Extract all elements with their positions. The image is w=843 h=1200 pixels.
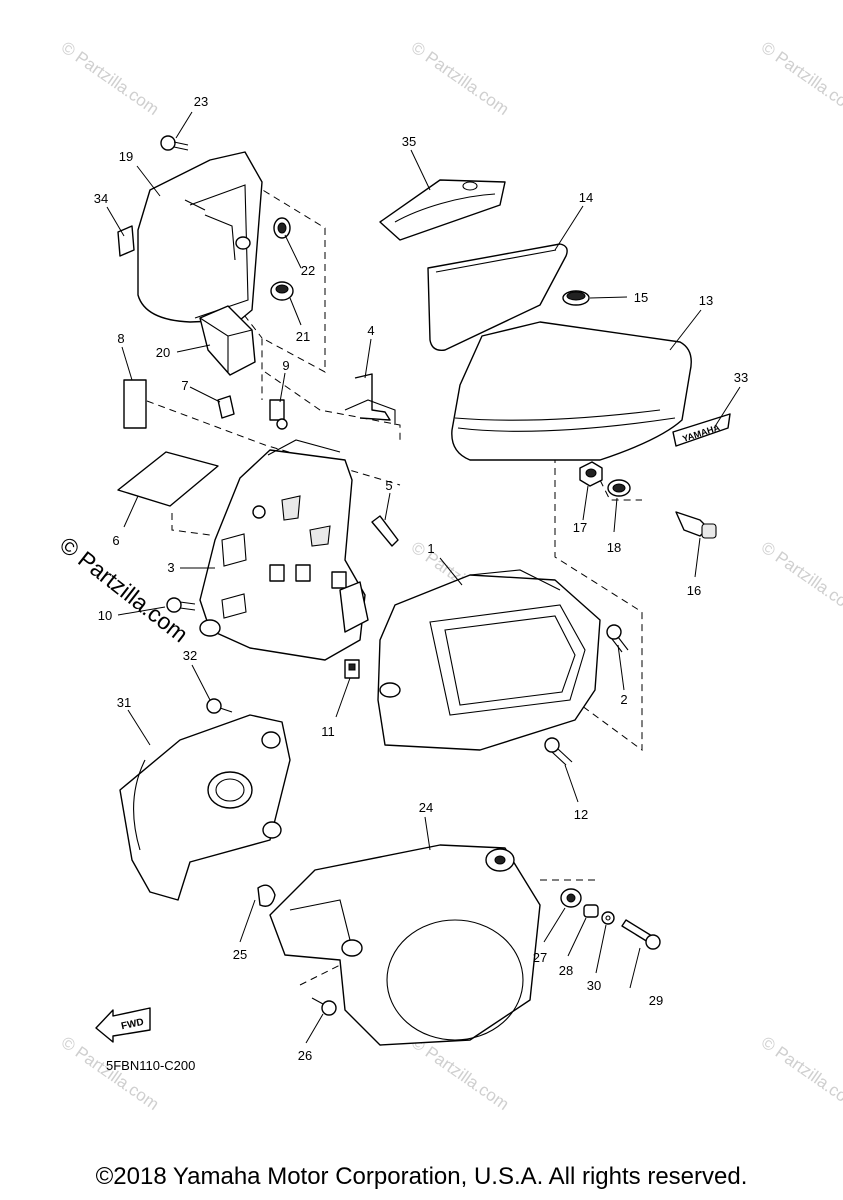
- callout-3: 3: [167, 560, 174, 575]
- part-1-air-box-lower: [377, 569, 601, 751]
- callout-9: 9: [282, 358, 289, 373]
- part-5-screw: [371, 515, 399, 547]
- callout-34: 34: [94, 191, 108, 206]
- part-19-box-cover: [137, 151, 263, 323]
- part-15-grommet: [562, 290, 590, 306]
- callout-12: 12: [574, 807, 588, 822]
- callout-23: 23: [194, 94, 208, 109]
- callout-7: 7: [181, 378, 188, 393]
- callout-4: 4: [367, 323, 374, 338]
- part-4-bracket: [344, 373, 396, 425]
- part-31-sprocket-cover: [119, 714, 291, 901]
- part-25-cap: [257, 884, 276, 907]
- part-16-fastener: [675, 511, 717, 539]
- callout-6: 6: [112, 533, 119, 548]
- callout-14: 14: [579, 190, 593, 205]
- callout-17: 17: [573, 520, 587, 535]
- callout-10: 10: [98, 608, 112, 623]
- part-28-collar: [583, 904, 599, 918]
- part-29-bolt: [621, 919, 661, 950]
- callout-1: 1: [427, 541, 434, 556]
- part-2-bolt: [606, 624, 629, 653]
- callout-21: 21: [296, 329, 310, 344]
- callout-25: 25: [233, 947, 247, 962]
- watermark-text: © Partzilla.com: [758, 1033, 843, 1114]
- callout-11: 11: [321, 724, 335, 739]
- callout-20: 20: [156, 345, 170, 360]
- part-24-crankcase-cover: [269, 844, 541, 1046]
- part-21-grommet: [270, 281, 294, 301]
- diagram-code: 5FBN110-C200: [106, 1058, 195, 1073]
- part-6-pad: [117, 451, 219, 507]
- callout-13: 13: [699, 293, 713, 308]
- callout-27: 27: [533, 950, 547, 965]
- callout-numbers: 1 2 3 4 5 6 7 8 9 10 11 12 13 14 15 16 1…: [94, 94, 748, 1063]
- part-10-bolt: [166, 597, 196, 613]
- callout-33: 33: [734, 370, 748, 385]
- callout-28: 28: [559, 963, 573, 978]
- watermark-text: © Partzilla.com: [758, 38, 843, 119]
- watermark-text: © Partzilla.com: [408, 1033, 513, 1114]
- callout-8: 8: [117, 331, 124, 346]
- watermark-text: © Partzilla.com: [408, 38, 513, 119]
- prominent-watermark: © Partzilla.com: [55, 531, 193, 647]
- part-35-pad: [379, 179, 506, 241]
- part-23-bolt: [160, 135, 189, 151]
- part-7-pad: [217, 395, 235, 419]
- callout-31: 31: [117, 695, 131, 710]
- part-18-grommet: [607, 479, 631, 497]
- part-12-bolt: [544, 737, 573, 766]
- callout-32: 32: [183, 648, 197, 663]
- callout-30: 30: [587, 978, 601, 993]
- part-9-clip: [269, 399, 288, 430]
- part-20-filter-element: [199, 305, 256, 376]
- part-13-side-cover: YAMAHA: [451, 321, 731, 461]
- callout-5: 5: [385, 478, 392, 493]
- callout-18: 18: [607, 540, 621, 555]
- watermark-text: © Partzilla.com: [58, 38, 163, 119]
- watermark-text: © Partzilla.com: [58, 1033, 163, 1114]
- part-22-grommet: [273, 217, 291, 239]
- callout-22: 22: [301, 263, 315, 278]
- part-17-nut: [579, 461, 603, 487]
- part-33-decal-outline: [672, 413, 731, 447]
- fwd-label: FWD: [120, 1017, 145, 1032]
- part-11-clip: [344, 659, 360, 679]
- part-26-bolt: [311, 997, 337, 1016]
- callout-2: 2: [620, 692, 627, 707]
- copyright-notice: ©2018 Yamaha Motor Corporation, U.S.A. A…: [95, 1163, 748, 1190]
- fwd-arrow: FWD: [95, 1007, 151, 1043]
- part-14-panel-insert: [427, 243, 568, 351]
- callout-19: 19: [119, 149, 133, 164]
- part-27-damper: [560, 888, 582, 908]
- callout-35: 35: [402, 134, 416, 149]
- watermark-text: © Partzilla.com: [758, 538, 843, 619]
- callout-29: 29: [649, 993, 663, 1008]
- diagram-canvas: © Partzilla.com © Partzilla.com © Partzi…: [55, 38, 843, 1114]
- part-32-bolt: [206, 698, 233, 714]
- part-8-sponge: [123, 379, 147, 429]
- leader-lines: [106, 111, 741, 1044]
- part-3-air-box-case: [199, 439, 369, 661]
- part-30-washer: [601, 911, 615, 925]
- callout-26: 26: [298, 1048, 312, 1063]
- callout-15: 15: [634, 290, 648, 305]
- callout-24: 24: [419, 800, 433, 815]
- callout-16: 16: [687, 583, 701, 598]
